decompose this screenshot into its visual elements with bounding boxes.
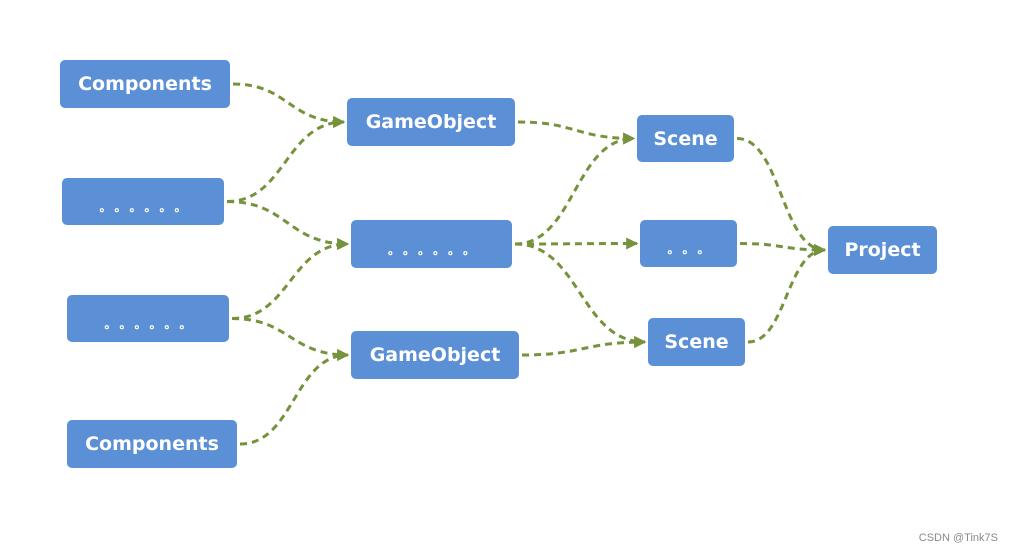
- edge-components-2-to-gameobject-2: [239, 349, 350, 446]
- components-node-1: Components: [60, 60, 230, 108]
- edges-group: [226, 82, 827, 446]
- edge-gameobject-1-to-scene-1: [517, 120, 636, 145]
- edge-dots-mid-to-scene-1: [514, 132, 636, 246]
- edge-dots-2-to-dots-mid: [231, 238, 350, 320]
- ellipsis-node-middle: 。。。。。。: [351, 220, 512, 268]
- edge-dots-mid-to-scene-2: [514, 242, 647, 348]
- edge-dots-1-to-gameobject-1: [226, 116, 346, 203]
- edge-scene-2-to-project: [747, 244, 827, 344]
- project-node: Project: [828, 226, 937, 274]
- edge-components-1-to-gameobject-1: [232, 82, 346, 128]
- edge-gameobject-2-to-scene-2: [521, 336, 647, 357]
- edge-dots-1-to-dots-mid: [226, 200, 350, 250]
- scene-node-2: Scene: [648, 318, 745, 366]
- gameobject-node-1: GameObject: [347, 98, 515, 146]
- edge-dots-mid-to-dots-scene: [514, 237, 639, 250]
- gameobject-node-2: GameObject: [351, 331, 519, 379]
- components-node-2: Components: [67, 420, 237, 468]
- ellipsis-node-scene: 。。。: [640, 220, 737, 267]
- ellipsis-node-1: 。。。。。。: [62, 178, 224, 225]
- edge-dots-scene-to-project: [739, 242, 827, 256]
- edge-dots-2-to-gameobject-2: [231, 317, 350, 361]
- edge-scene-1-to-project: [736, 137, 827, 256]
- watermark: CSDN @Tink7S: [918, 532, 998, 544]
- scene-node-1: Scene: [637, 115, 734, 162]
- ellipsis-node-2: 。。。。。。: [67, 295, 229, 342]
